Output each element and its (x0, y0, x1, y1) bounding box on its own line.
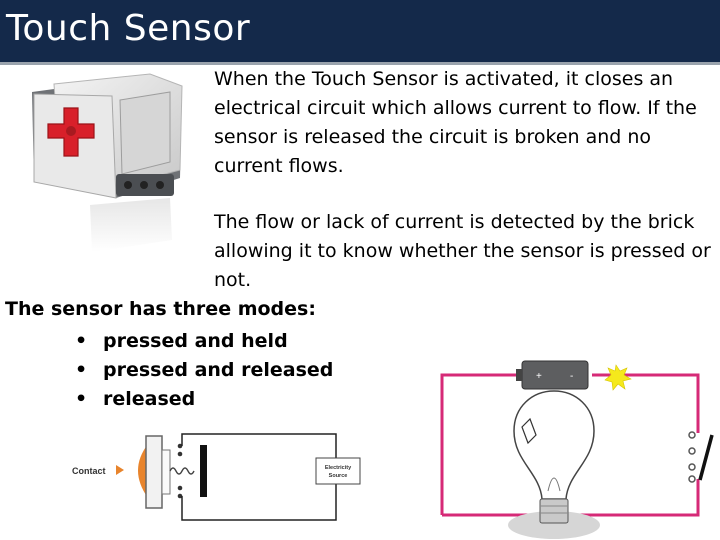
list-item: • pressed and held (75, 327, 333, 356)
svg-text:-: - (570, 371, 573, 382)
mode-label: pressed and held (103, 330, 288, 352)
list-item: • released (75, 385, 333, 414)
svg-text:+: + (536, 371, 542, 382)
contact-label: Contact (72, 466, 106, 476)
switch-diagram: Contact Electricity Source (72, 433, 361, 521)
circuit-wire (181, 433, 337, 458)
source-label-line2: Source (329, 473, 348, 479)
circuit-wire (592, 373, 700, 433)
arrow-icon (116, 465, 124, 475)
mode-label: released (103, 388, 196, 410)
electricity-source-box (315, 457, 361, 485)
contact-plate (200, 445, 207, 497)
contact-housing (145, 435, 163, 509)
bullet: • (75, 359, 88, 381)
bulb-base (539, 498, 569, 524)
bullet: • (75, 330, 88, 352)
bullet: • (75, 388, 88, 410)
spark-icon (604, 364, 632, 391)
touch-sensor-image (32, 73, 183, 252)
circuit-wire (181, 484, 337, 521)
spring-icon (169, 467, 195, 475)
detection-paragraph: The flow or lack of current is detected … (214, 211, 711, 291)
intro-paragraph: When the Touch Sensor is activated, it c… (214, 68, 697, 177)
title-divider (0, 62, 720, 65)
modes-list: •pressed and held •pressed and released … (75, 327, 333, 414)
circuit-diagram: + - (440, 360, 714, 539)
open-switch-icon (698, 434, 714, 481)
circuit-wire (440, 373, 520, 515)
bulb-shadow (508, 511, 600, 539)
source-label-line1: Electricity (325, 465, 352, 471)
title-bar: Touch Sensor (0, 0, 720, 62)
battery-icon (521, 360, 589, 390)
modes-heading: The sensor has three modes: (5, 298, 316, 320)
mode-label: pressed and released (103, 359, 334, 381)
light-bulb-icon (513, 390, 595, 500)
slide-title: Touch Sensor (6, 8, 251, 49)
list-item: • pressed and released (75, 356, 333, 385)
